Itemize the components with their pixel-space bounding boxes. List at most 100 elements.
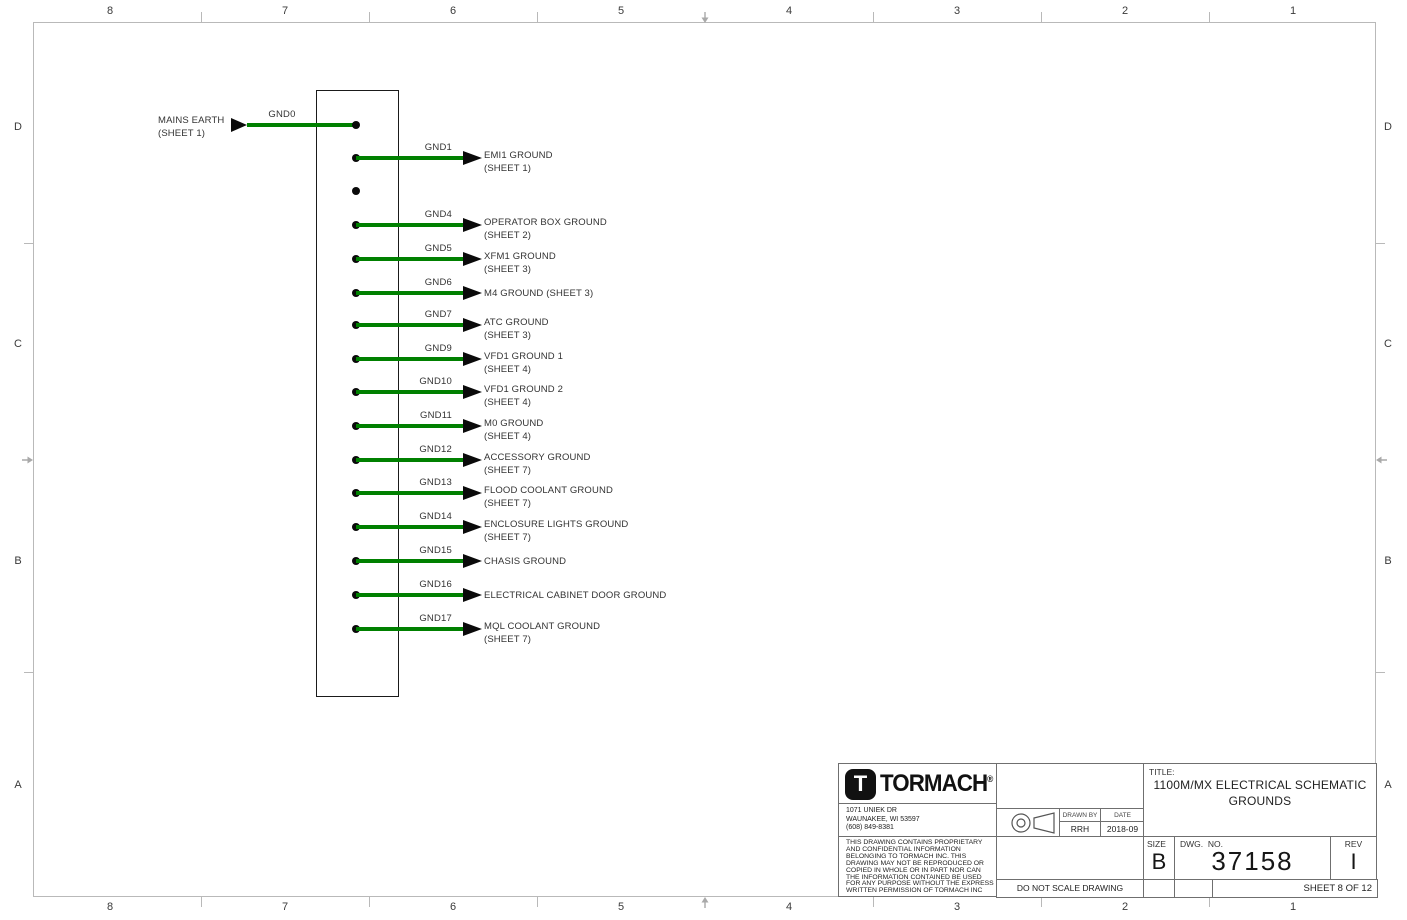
- mains-earth-arrow-icon: [231, 118, 247, 132]
- mains-earth-label: MAINS EARTH (SHEET 1): [158, 114, 224, 140]
- ground-wire-label: GND11: [420, 410, 452, 421]
- ground-arrow-icon: [463, 486, 482, 500]
- ground-wire-label: GND1: [424, 142, 452, 153]
- ground-wire: [356, 525, 464, 529]
- ground-arrow-icon: [463, 520, 482, 534]
- third-angle-projection-icon: [1011, 812, 1055, 834]
- disclaimer-line: DRAWING MAY NOT BE REPRODUCED OR: [846, 859, 984, 867]
- zone-row-label: A: [14, 779, 22, 791]
- disclaimer-line: COPIED IN WHOLE OR IN PART NOR CAN: [846, 866, 981, 874]
- ground-wire-label: GND7: [424, 309, 452, 320]
- zone-tick: [1376, 672, 1385, 673]
- zone-column-label: 5: [617, 901, 625, 913]
- disclaimer-line: WRITTEN PERMISSION OF TORMACH INC: [846, 887, 983, 895]
- ground-wire-label: GND10: [419, 376, 452, 387]
- tormach-logo-icon: T: [845, 769, 876, 800]
- sheet-number: SHEET 8 OF 12: [1212, 879, 1378, 898]
- ground-target-label: MQL COOLANT GROUND(SHEET 7): [484, 620, 600, 646]
- ground-target-sheet-ref: (SHEET 3): [484, 330, 532, 341]
- zone-column-label: 2: [1121, 5, 1129, 17]
- ground-wire-label: GND15: [419, 545, 452, 556]
- ground-target-label: FLOOD COOLANT GROUND(SHEET 7): [484, 484, 613, 510]
- ground-arrow-icon: [463, 419, 482, 433]
- zone-tick: [1376, 243, 1385, 244]
- ground-arrow-icon: [463, 622, 482, 636]
- ground-wire: [356, 559, 464, 563]
- zone-column-label: 3: [953, 5, 961, 17]
- ground-target-sheet-ref: (SHEET 3): [484, 264, 532, 275]
- ground-arrow-icon: [463, 252, 482, 266]
- tormach-wordmark-text: TORMACH: [880, 770, 988, 797]
- disclaimer-line: THIS DRAWING CONTAINS PROPRIETARY: [846, 839, 983, 846]
- zone-column-label: 8: [106, 901, 114, 913]
- junction-dot: [352, 121, 360, 129]
- disclaimer-line: THE INFORMATION CONTAINED BE USED: [846, 873, 982, 881]
- ground-wire: [356, 458, 464, 462]
- zone-column-label: 7: [281, 5, 289, 17]
- ground-wire: [356, 357, 464, 361]
- drawn-by-value: RRH: [1059, 821, 1101, 837]
- ground-target-sheet-ref: (SHEET 7): [484, 498, 532, 509]
- ground-wire: [356, 390, 464, 394]
- zone-tick: [201, 12, 202, 22]
- ground-target-sheet-ref: (SHEET 4): [484, 364, 532, 375]
- ground-target-name: XFM1 GROUND: [484, 251, 556, 262]
- zone-column-label: 3: [953, 901, 961, 913]
- ground-target-name: M4 GROUND (SHEET 3): [484, 288, 594, 299]
- ground-target-sheet-ref: (SHEET 2): [484, 230, 532, 241]
- ground-arrow-icon: [463, 151, 482, 165]
- zone-tick: [537, 12, 538, 22]
- centerline-arrow-icon: [699, 897, 711, 909]
- disclaimer-line: FOR ANY PURPOSE WITHOUT THE EXPRESS: [846, 880, 994, 888]
- ground-target-name: ENCLOSURE LIGHTS GROUND: [484, 519, 629, 530]
- zone-row-label: D: [14, 121, 22, 133]
- ground-target-sheet-ref: (SHEET 1): [484, 163, 532, 174]
- ground-target-label: M4 GROUND (SHEET 3): [484, 287, 593, 300]
- ground-target-label: EMI1 GROUND (SHEET 1): [484, 149, 553, 175]
- zone-row-label: A: [1384, 779, 1392, 791]
- ground-target-label: VFD1 GROUND 2(SHEET 4): [484, 383, 563, 409]
- ground-arrow-icon: [463, 286, 482, 300]
- zone-column-label: 8: [106, 5, 114, 17]
- zone-tick: [24, 243, 33, 244]
- date-value: 2018-09: [1100, 821, 1145, 837]
- ground-target-label: XFM1 GROUND (SHEET 3): [484, 250, 556, 276]
- ground-arrow-icon: [463, 554, 482, 568]
- ground-target-label: CHASIS GROUND: [484, 555, 566, 568]
- zone-tick: [201, 897, 202, 907]
- ground-target-name: CHASIS GROUND: [484, 556, 567, 567]
- ground-dot: [352, 187, 360, 195]
- tormach-wordmark: TORMACH®: [880, 770, 993, 798]
- ground-wire-label: GND5: [424, 243, 452, 254]
- ground-wire-label: GND16: [419, 579, 452, 590]
- mains-earth-label-line1: MAINS EARTH: [158, 115, 225, 126]
- dwg-no-cell: DWG. NO. 37158: [1174, 836, 1331, 880]
- zone-tick: [1041, 12, 1042, 22]
- title-cell: TITLE: 1100M/MX ELECTRICAL SCHEMATIC GRO…: [1143, 763, 1377, 837]
- do-not-scale-note: DO NOT SCALE DRAWING: [996, 879, 1144, 898]
- blank-cell-mid: [996, 836, 1144, 880]
- ground-target-sheet-ref: (SHEET 4): [484, 397, 532, 408]
- zone-row-label: C: [1384, 338, 1392, 350]
- ground-wire-label: GND17: [419, 613, 452, 624]
- ground-wire: [356, 323, 464, 327]
- drawing-title-line2: GROUNDS: [1228, 793, 1292, 808]
- ground-target-label: ACCESSORY GROUND(SHEET 7): [484, 451, 591, 477]
- ground-target-name: EMI1 GROUND: [484, 150, 553, 161]
- zone-row-label: C: [14, 338, 22, 350]
- zone-column-label: 2: [1121, 901, 1129, 913]
- ground-arrow-icon: [463, 318, 482, 332]
- ground-arrow-icon: [463, 588, 482, 602]
- centerline-arrow-icon: [699, 11, 711, 23]
- zone-column-label: 6: [449, 5, 457, 17]
- blank-cell-bottom2: [1174, 879, 1213, 898]
- drawing-title-line1: 1100M/MX ELECTRICAL SCHEMATIC: [1153, 778, 1367, 792]
- size-cell: SIZE B: [1143, 836, 1175, 880]
- ground-target-sheet-ref: (SHEET 7): [484, 532, 532, 543]
- zone-tick: [873, 897, 874, 907]
- ground-wire-label: GND9: [424, 343, 452, 354]
- zone-column-label: 5: [617, 5, 625, 17]
- drawn-by-header: DRAWN BY: [1059, 808, 1101, 822]
- ground-arrow-icon: [463, 385, 482, 399]
